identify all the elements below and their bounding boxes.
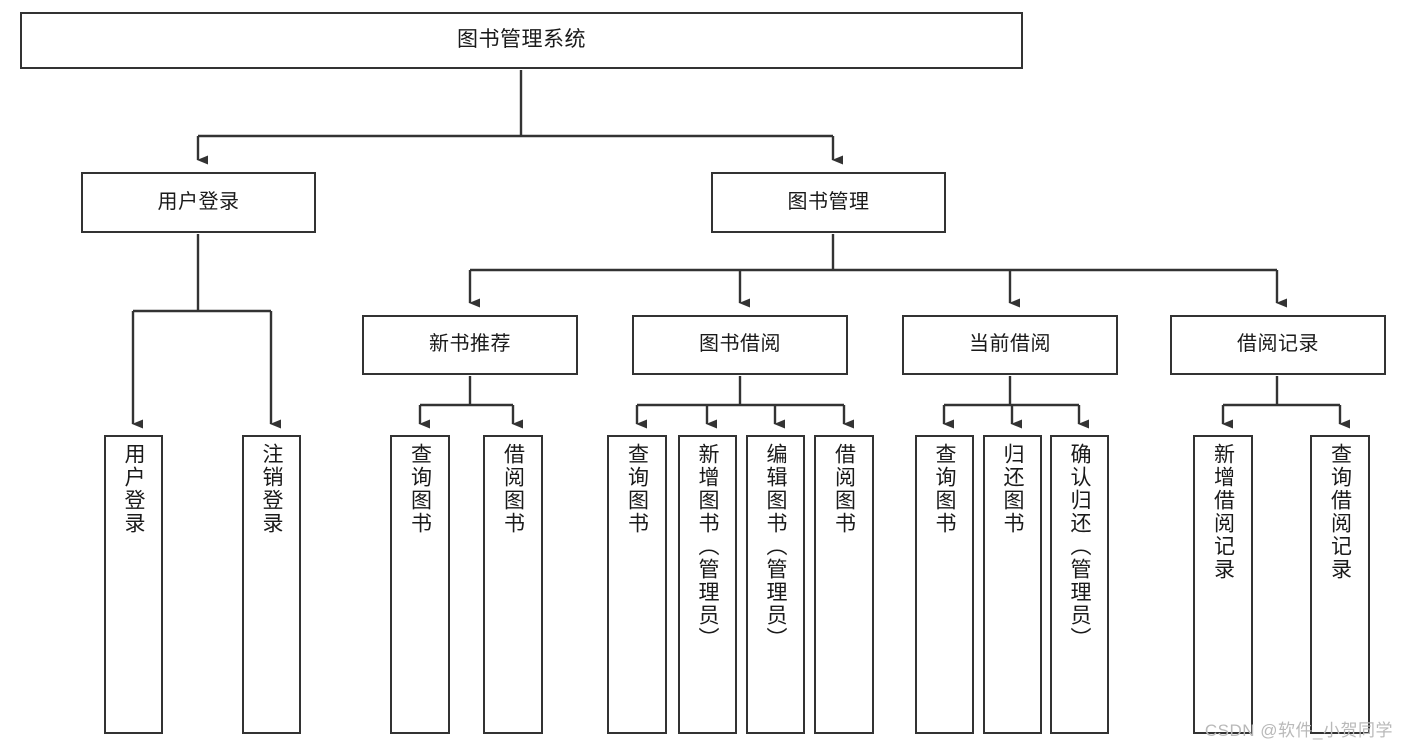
node-leaf-borrow-book[interactable]: 借阅图书	[814, 435, 874, 734]
node-label: 新书推荐	[429, 333, 511, 356]
node-label: 注销登录	[260, 443, 283, 535]
node-label: 编辑图书（管理员）	[764, 443, 787, 650]
node-label: 用户登录	[122, 443, 145, 535]
node-label: 查询图书	[408, 443, 432, 535]
node-user-login[interactable]: 用户登录	[81, 172, 316, 233]
node-label: 新增借阅记录	[1211, 443, 1235, 581]
node-label: 新增图书（管理员）	[696, 443, 719, 650]
node-label: 图书管理	[787, 190, 870, 213]
node-leaf-user-login[interactable]: 用户登录	[104, 435, 163, 734]
node-book-manage[interactable]: 图书管理	[711, 172, 946, 233]
node-label: 借阅记录	[1237, 333, 1319, 356]
node-label: 图书管理系统	[457, 28, 586, 52]
node-label: 查询图书	[933, 443, 956, 535]
node-label: 借阅图书	[832, 443, 856, 535]
node-leaf-query-book-recommend[interactable]: 查询图书	[390, 435, 450, 734]
node-leaf-logout-login[interactable]: 注销登录	[242, 435, 301, 734]
node-label: 归还图书	[1001, 443, 1024, 535]
node-borrow-record[interactable]: 借阅记录	[1170, 315, 1386, 375]
node-label: 确认归还（管理员）	[1068, 443, 1091, 650]
node-leaf-query-book-current[interactable]: 查询图书	[915, 435, 974, 734]
node-new-book-recommend[interactable]: 新书推荐	[362, 315, 578, 375]
node-current-borrow[interactable]: 当前借阅	[902, 315, 1118, 375]
node-label: 查询图书	[625, 443, 649, 535]
csdn-watermark: CSDN @软件_小贺同学	[1204, 721, 1393, 740]
node-label: 当前借阅	[969, 333, 1051, 356]
node-leaf-add-book-admin[interactable]: 新增图书（管理员）	[678, 435, 737, 734]
node-root-system[interactable]: 图书管理系统	[20, 12, 1023, 69]
node-leaf-query-book-borrow[interactable]: 查询图书	[607, 435, 667, 734]
node-leaf-confirm-return-admin[interactable]: 确认归还（管理员）	[1050, 435, 1109, 734]
node-leaf-edit-book-admin[interactable]: 编辑图书（管理员）	[746, 435, 805, 734]
node-label: 借阅图书	[501, 443, 525, 535]
node-leaf-borrow-book-recommend[interactable]: 借阅图书	[483, 435, 543, 734]
node-book-borrow[interactable]: 图书借阅	[632, 315, 848, 375]
node-label: 查询借阅记录	[1328, 443, 1352, 581]
node-leaf-return-book[interactable]: 归还图书	[983, 435, 1042, 734]
node-label: 图书借阅	[699, 333, 781, 356]
node-label: 用户登录	[157, 190, 240, 213]
node-leaf-query-borrow-record[interactable]: 查询借阅记录	[1310, 435, 1370, 734]
node-leaf-add-borrow-record[interactable]: 新增借阅记录	[1193, 435, 1253, 734]
